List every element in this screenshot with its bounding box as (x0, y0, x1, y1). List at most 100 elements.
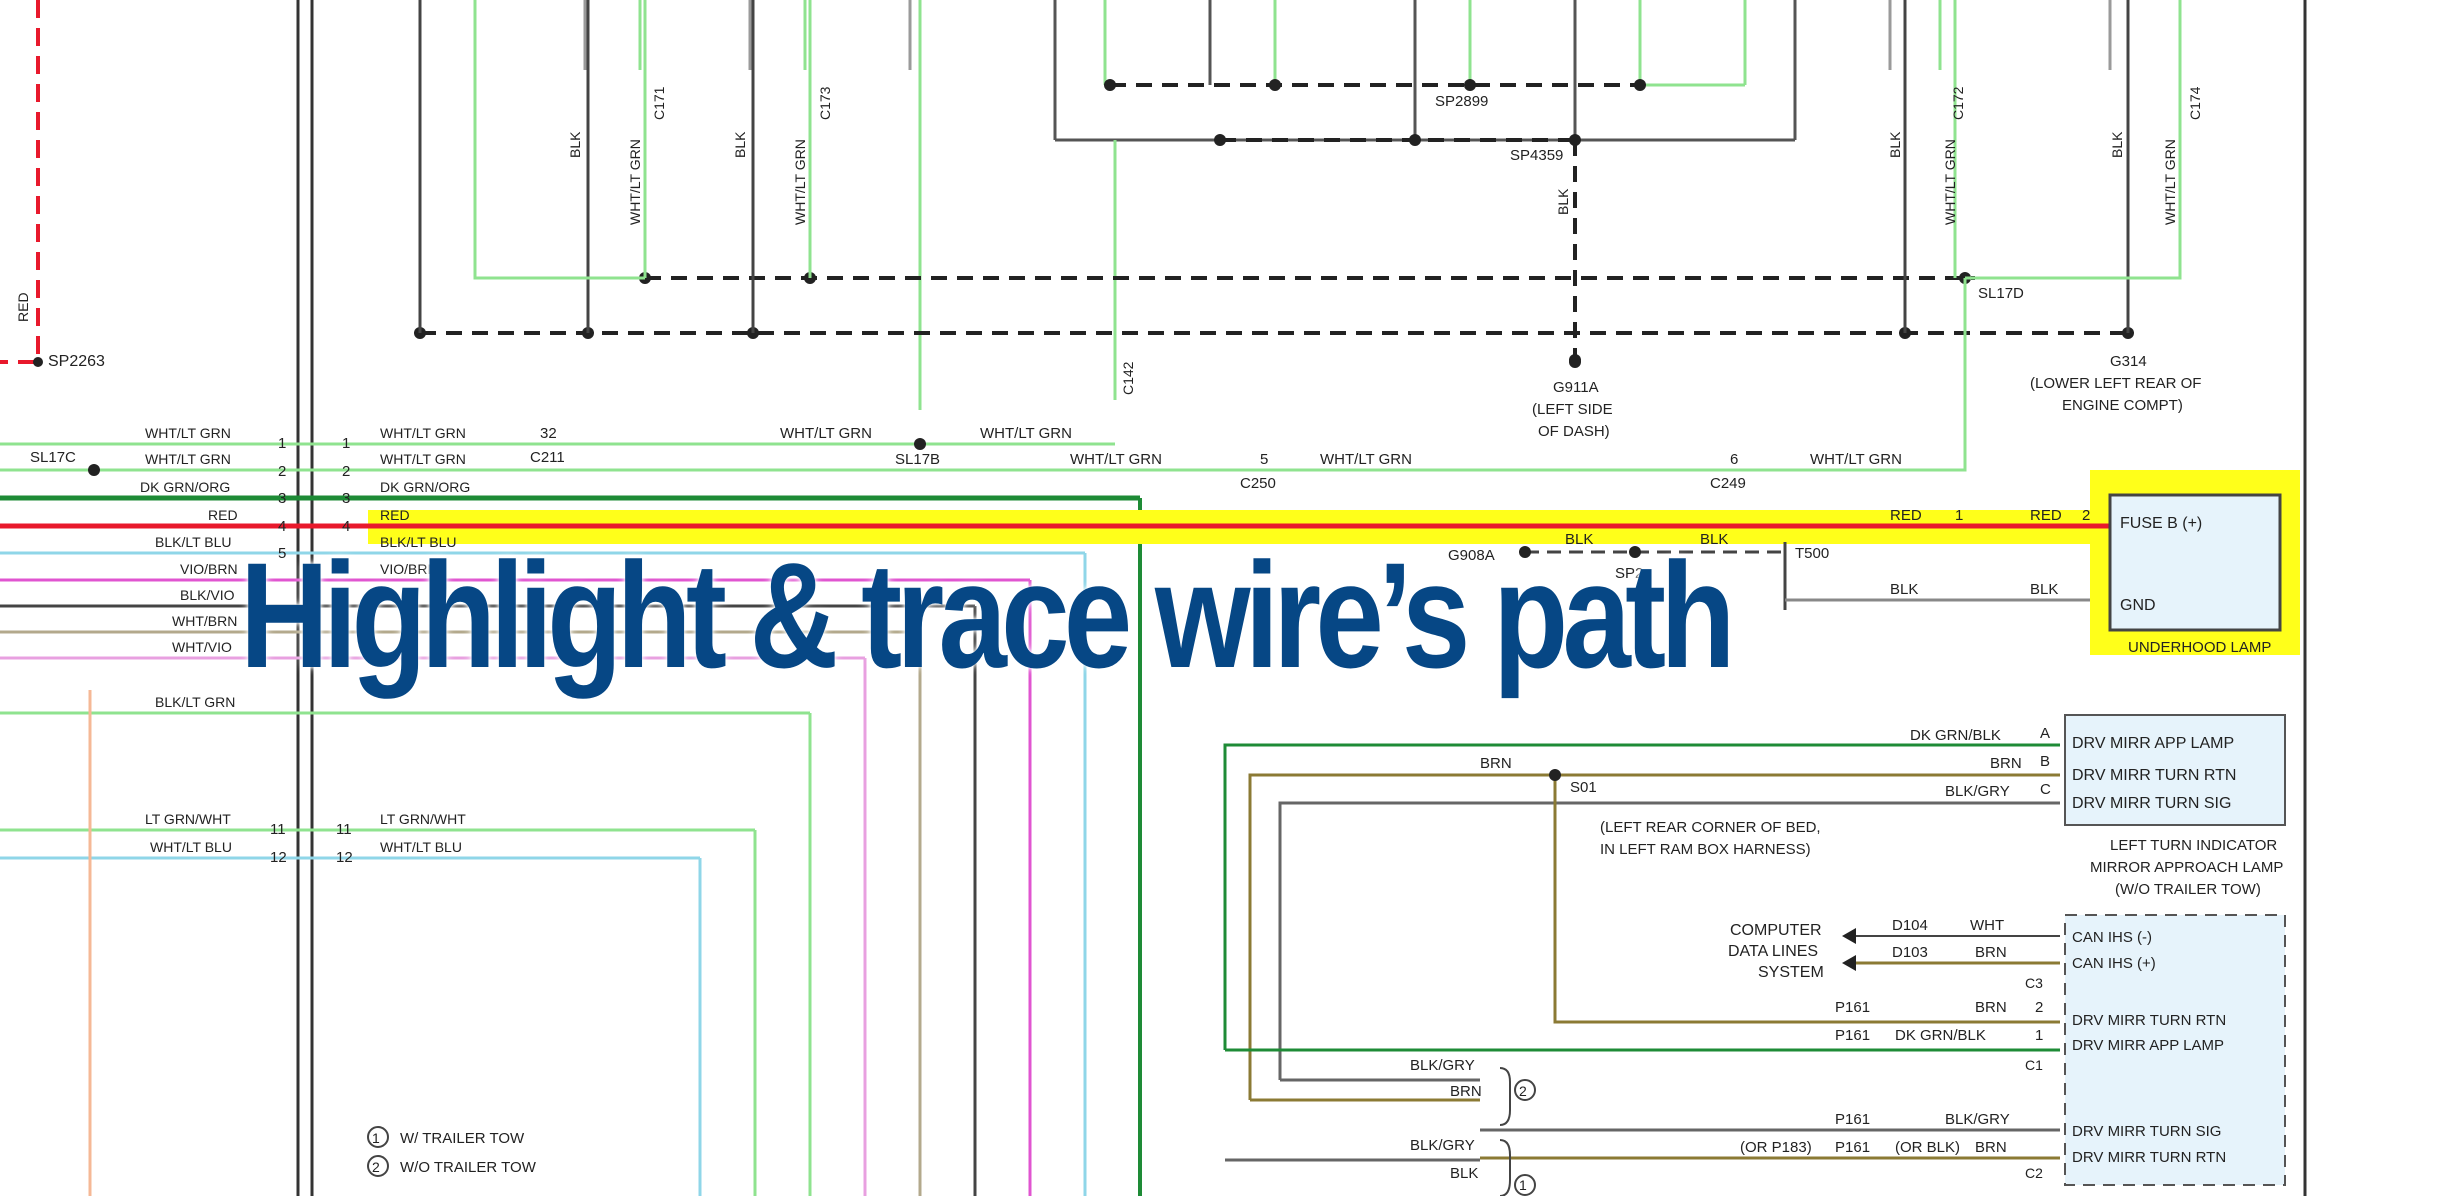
underhood-lamp: FUSE B (+) GND UNDERHOOD LAMP (2108, 493, 2282, 656)
svg-text:GND: GND (2120, 597, 2156, 614)
svg-text:WHT/VIO: WHT/VIO (172, 639, 232, 655)
svg-text:D103: D103 (1892, 944, 1928, 961)
splice-dot-s01 (1549, 769, 1561, 781)
svg-text:(OR BLK): (OR BLK) (1895, 1139, 1960, 1156)
svg-text:DRV MIRR APP LAMP: DRV MIRR APP LAMP (2072, 735, 2234, 752)
svg-text:RED: RED (2030, 507, 2062, 524)
svg-text:LT GRN/WHT: LT GRN/WHT (380, 811, 466, 827)
svg-text:1: 1 (372, 1130, 380, 1146)
svg-text:11: 11 (270, 821, 286, 838)
svg-text:C142: C142 (1120, 361, 1136, 395)
svg-text:D104: D104 (1892, 917, 1928, 934)
mirror-approach-lamp: DRV MIRR APP LAMP DRV MIRR TURN RTN DRV … (2040, 714, 2286, 898)
svg-text:1: 1 (278, 435, 286, 452)
svg-text:BLK: BLK (1890, 581, 1918, 598)
svg-text:12: 12 (270, 849, 287, 866)
top-splice-green (1103, 0, 1747, 400)
svg-text:T500: T500 (1795, 545, 1829, 562)
svg-text:DRV MIRR TURN RTN: DRV MIRR TURN RTN (2072, 1149, 2226, 1166)
svg-text:B: B (2040, 753, 2050, 770)
horizontal-green-wires (0, 442, 1965, 1196)
svg-text:DRV MIRR TURN RTN: DRV MIRR TURN RTN (2072, 1012, 2226, 1029)
left-pin-numbers: 1 2 3 4 5 11 12 1 2 3 4 11 12 (270, 435, 353, 866)
vertical-wire-labels: BLK WHT/LT GRN BLK WHT/LT GRN BLK WHT/LT… (567, 86, 2203, 395)
svg-text:C: C (2040, 781, 2051, 798)
svg-text:P161: P161 (1835, 1111, 1870, 1128)
svg-text:(LOWER LEFT REAR OF: (LOWER LEFT REAR OF (2030, 375, 2201, 392)
svg-text:DK GRN/BLK: DK GRN/BLK (1910, 727, 2001, 744)
svg-text:BLK/LT BLU: BLK/LT BLU (155, 534, 232, 550)
splice-dot (33, 357, 43, 367)
svg-text:BLK/VIO: BLK/VIO (180, 587, 235, 603)
svg-text:WHT/LT GRN: WHT/LT GRN (380, 451, 466, 467)
svg-text:WHT/LT BLU: WHT/LT BLU (150, 839, 232, 855)
svg-text:3: 3 (342, 490, 350, 507)
svg-text:C1: C1 (2025, 1057, 2043, 1073)
svg-text:RED: RED (1890, 507, 1922, 524)
svg-text:BLK/GRY: BLK/GRY (1945, 1111, 2010, 1128)
svg-text:BLK/LT GRN: BLK/LT GRN (155, 694, 235, 710)
svg-text:DRV MIRR TURN SIG: DRV MIRR TURN SIG (2072, 1123, 2221, 1140)
svg-text:RED: RED (208, 507, 238, 523)
svg-text:SYSTEM: SYSTEM (1758, 964, 1824, 981)
svg-text:BRN: BRN (1450, 1083, 1482, 1100)
svg-text:A: A (2040, 725, 2050, 742)
svg-text:6: 6 (1730, 451, 1738, 468)
svg-text:SP2: SP2 (1615, 565, 1643, 582)
svg-text:DATA LINES: DATA LINES (1728, 943, 1818, 960)
left-dashed-red-wire (0, 0, 40, 364)
svg-text:C211: C211 (530, 449, 565, 466)
svg-text:WHT/LT BLU: WHT/LT BLU (380, 839, 462, 855)
svg-text:2: 2 (278, 463, 286, 480)
splice-label-sp2263: SP2263 (48, 353, 105, 370)
svg-text:CAN IHS (-): CAN IHS (-) (2072, 929, 2152, 946)
svg-text:WHT/LT GRN: WHT/LT GRN (145, 451, 231, 467)
svg-text:P161: P161 (1835, 1139, 1870, 1156)
svg-text:BRN: BRN (1975, 999, 2007, 1016)
svg-text:C174: C174 (2187, 86, 2203, 120)
svg-text:UNDERHOOD LAMP: UNDERHOOD LAMP (2128, 639, 2271, 656)
svg-text:BRN: BRN (1990, 755, 2022, 772)
svg-text:BLK: BLK (1555, 188, 1571, 215)
svg-text:32: 32 (540, 425, 557, 442)
svg-text:WHT/LT GRN: WHT/LT GRN (1070, 451, 1162, 468)
svg-text:BLK/GRY: BLK/GRY (1410, 1137, 1475, 1154)
svg-text:VIO/BRN: VIO/BRN (380, 561, 438, 577)
svg-text:DRV MIRR TURN RTN: DRV MIRR TURN RTN (2072, 767, 2236, 784)
svg-text:DK GRN/BLK: DK GRN/BLK (1895, 1027, 1986, 1044)
svg-text:BLK/GRY: BLK/GRY (1945, 783, 2010, 800)
svg-text:BLK: BLK (1887, 131, 1903, 158)
vertical-green-wires (473, 0, 2182, 472)
svg-text:5: 5 (278, 545, 286, 562)
svg-text:(LEFT REAR CORNER OF BED,: (LEFT REAR CORNER OF BED, (1600, 819, 1821, 836)
svg-text:WHT/LT GRN: WHT/LT GRN (1810, 451, 1902, 468)
legend: 1 W/ TRAILER TOW 2 W/O TRAILER TOW (367, 1126, 537, 1177)
splice-label-sl17d: SL17D (1978, 285, 2024, 302)
mid-wire-labels: 32 C211 WHT/LT GRN WHT/LT GRN WHT/LT GRN… (530, 425, 2090, 524)
harness-border (296, 0, 2307, 1196)
svg-text:4: 4 (278, 518, 286, 535)
svg-text:BLK: BLK (2109, 131, 2125, 158)
svg-text:C171: C171 (651, 86, 667, 120)
svg-text:W/O TRAILER TOW: W/O TRAILER TOW (400, 1159, 537, 1176)
left-wire-labels: WHT/LT GRN WHT/LT GRN DK GRN/ORG RED BLK… (140, 425, 470, 855)
svg-text:WHT/LT GRN: WHT/LT GRN (627, 139, 643, 225)
svg-text:1: 1 (1955, 507, 1963, 524)
ground-g911a: G911A (LEFT SIDE OF DASH) (1532, 356, 1613, 440)
svg-text:WHT/LT GRN: WHT/LT GRN (2162, 139, 2178, 225)
option-brackets (1499, 1067, 1536, 1196)
svg-text:BLK: BLK (1450, 1165, 1478, 1182)
svg-text:C250: C250 (1240, 475, 1276, 492)
svg-text:COMPUTER: COMPUTER (1730, 922, 1822, 939)
svg-text:BRN: BRN (1480, 755, 1512, 772)
driver-door-module: CAN IHS (-) CAN IHS (+) DRV MIRR TURN RT… (2025, 914, 2286, 1186)
top-stubs (583, 0, 2112, 70)
svg-text:C2: C2 (2025, 1165, 2043, 1181)
svg-text:WHT/LT GRN: WHT/LT GRN (780, 425, 872, 442)
svg-text:1: 1 (2035, 1027, 2043, 1044)
svg-text:DK GRN/ORG: DK GRN/ORG (140, 479, 230, 495)
splice-label-sl17b: SL17B (895, 451, 940, 468)
svg-text:ENGINE COMPT): ENGINE COMPT) (2062, 397, 2183, 414)
svg-text:BLK: BLK (1700, 531, 1728, 548)
